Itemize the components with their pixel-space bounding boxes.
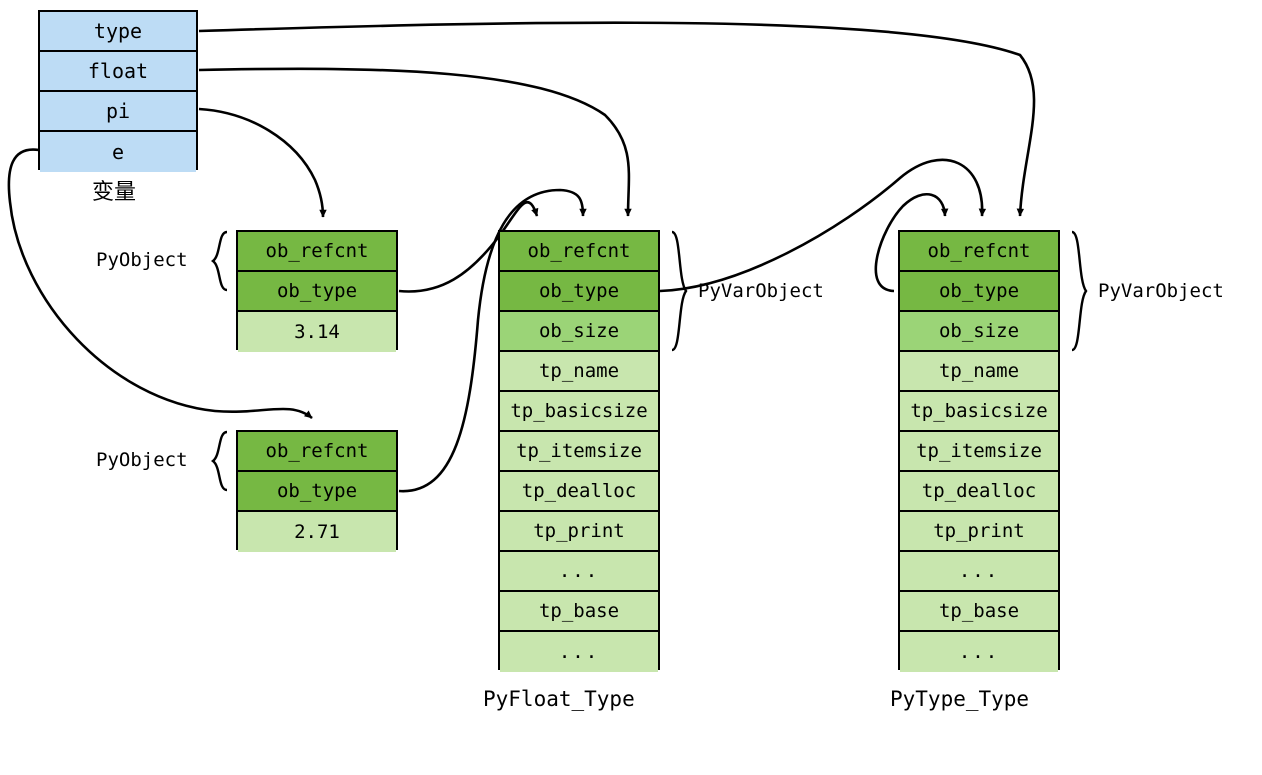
variable-row[interactable]: float [40,52,196,92]
pyfloat-type-caption: PyFloat_Type [483,687,635,711]
typeobject-field[interactable]: ... [900,552,1058,592]
typeobject-field[interactable]: ob_refcnt [500,232,658,272]
pyvarobject-brace-label-1: PyVarObject [698,280,824,302]
typeobject-field[interactable]: ob_type [500,272,658,312]
typeobject-field[interactable]: ob_refcnt [900,232,1058,272]
typeobject-field[interactable]: ob_type [900,272,1058,312]
typeobject-field[interactable]: tp_name [900,352,1058,392]
typeobject-field[interactable]: tp_print [900,512,1058,552]
pyobject-1: ob_refcnt ob_type 3.14 [236,230,398,352]
variables-table: type float pi e [38,10,198,172]
brace-pyvarobject-1 [671,230,688,352]
typeobject-field[interactable]: tp_name [500,352,658,392]
pyobject-2-brace-label: PyObject [96,449,188,471]
edge-type-to-pytype [198,21,1036,217]
pyfloat-type-table: ob_refcnt ob_type ob_size tp_name tp_bas… [498,230,660,672]
typeobject-field[interactable]: tp_dealloc [900,472,1058,512]
pyobject-value[interactable]: 2.71 [238,512,396,552]
brace-pyobject-1 [211,230,228,292]
typeobject-field[interactable]: tp_print [500,512,658,552]
pyobject-field[interactable]: ob_refcnt [238,432,396,472]
typeobject-field[interactable]: ... [500,632,658,672]
typeobject-field[interactable]: tp_itemsize [500,432,658,472]
typeobject-field[interactable]: tp_itemsize [900,432,1058,472]
typeobject-field[interactable]: tp_basicsize [500,392,658,432]
typeobject-field[interactable]: ob_size [900,312,1058,352]
variable-row[interactable]: type [40,12,196,52]
pyobject-field[interactable]: ob_type [238,472,396,512]
variables-caption: 变量 [92,180,137,205]
edge-float-to-pyfloat [198,67,632,217]
pyobject-value[interactable]: 3.14 [238,312,396,352]
pyobject-field[interactable]: ob_refcnt [238,232,396,272]
typeobject-field[interactable]: ob_size [500,312,658,352]
typeobject-field[interactable]: tp_base [900,592,1058,632]
typeobject-field[interactable]: tp_base [500,592,658,632]
brace-pyvarobject-2 [1071,230,1088,352]
typeobject-field[interactable]: ... [500,552,658,592]
variable-row[interactable]: e [40,132,196,172]
pyobject-field[interactable]: ob_type [238,272,396,312]
pyvarobject-brace-label-2: PyVarObject [1098,280,1224,302]
edge-pi-to-pyobject-314 [198,107,327,218]
pyobject-2: ob_refcnt ob_type 2.71 [236,430,398,552]
pyobject-1-brace-label: PyObject [96,249,188,271]
typeobject-field[interactable]: ... [900,632,1058,672]
typeobject-field[interactable]: tp_dealloc [500,472,658,512]
brace-pyobject-2 [211,430,228,492]
pytype-type-caption: PyType_Type [890,687,1030,711]
pytype-type-table: ob_refcnt ob_type ob_size tp_name tp_bas… [898,230,1060,672]
variable-row[interactable]: pi [40,92,196,132]
typeobject-field[interactable]: tp_basicsize [900,392,1058,432]
